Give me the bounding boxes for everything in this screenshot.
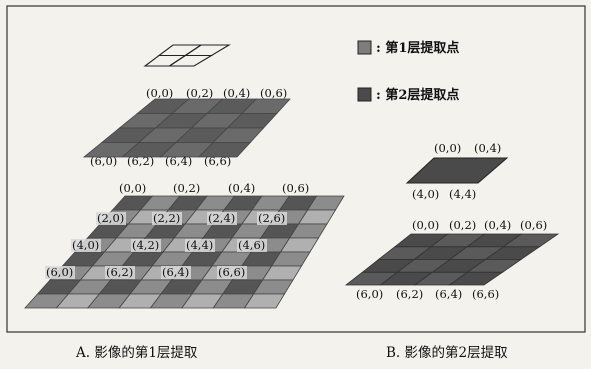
big-a-grid-label: (6,6) — [218, 265, 245, 279]
legend-swatch-level2 — [357, 87, 372, 102]
big-a-top-label: (0,2) — [173, 181, 200, 195]
big-a-grid-label: (4,0) — [72, 238, 99, 252]
mid-a-top-label: (0,4) — [223, 86, 250, 100]
caption-b: B. 影像的第2层提取 — [386, 344, 508, 361]
mid-a-bottom-label: (6,2) — [127, 154, 154, 168]
big-a-grid-label: (2,4) — [208, 211, 235, 225]
legend-swatch-level1 — [357, 40, 372, 55]
big-b-bottom-label: (6,4) — [435, 287, 462, 301]
big-a-grid-label: (4,2) — [132, 238, 159, 252]
big-b-top-label: (0,0) — [412, 218, 439, 232]
label-background — [152, 212, 182, 225]
big-a-grid-label: (6,0) — [46, 265, 73, 279]
big-a-grid-label: (4,4) — [186, 238, 213, 252]
label-background — [161, 266, 191, 279]
label-background — [185, 239, 215, 252]
big-a-top-label: (0,4) — [228, 181, 255, 195]
legend-label-level1: : 第1层提取点 — [376, 40, 459, 56]
mid-a-top-label: (0,0) — [146, 86, 173, 100]
big-b-bottom-label: (6,2) — [396, 287, 423, 301]
legend-label-level2: : 第2层提取点 — [376, 87, 459, 103]
big-a-grid-label: (6,2) — [106, 265, 133, 279]
small-b-top-label: (0,4) — [474, 141, 501, 155]
grid-cell — [143, 54, 188, 67]
label-background — [217, 266, 247, 279]
big-a-grid-label: (4,6) — [238, 238, 265, 252]
small-b-top-label: (0,0) — [434, 141, 461, 155]
big-b-bottom-label: (6,6) — [472, 287, 499, 301]
label-background — [131, 239, 161, 252]
big-b-top-label: (0,4) — [484, 218, 511, 232]
big-a-grid-label: (2,6) — [258, 211, 285, 225]
label-background — [71, 239, 101, 252]
big-b-bottom-label: (6,0) — [356, 287, 383, 301]
label-background — [237, 239, 267, 252]
label-background — [257, 212, 287, 225]
big-a-top-label: (0,6) — [282, 181, 309, 195]
big-a-top-label: (0,0) — [119, 181, 146, 195]
big-a-grid-label: (2,2) — [153, 211, 180, 225]
label-background — [207, 212, 237, 225]
legend: : 第1层提取点 : 第2层提取点 — [357, 40, 459, 103]
diagram-frame — [6, 5, 586, 333]
small-b-bottom-label: (4,0) — [412, 187, 439, 201]
big-b-top-label: (0,2) — [449, 218, 476, 232]
grid-cell — [197, 142, 252, 158]
mid-a-bottom-label: (6,4) — [165, 154, 192, 168]
label-background — [105, 266, 135, 279]
small-b-bottom-label: (4,4) — [449, 187, 476, 201]
grid-cell — [167, 54, 214, 67]
mid-a-bottom-label: (6,6) — [204, 154, 231, 168]
grid-cell — [183, 44, 231, 57]
mid-a-top-label: (0,6) — [260, 86, 287, 100]
grid-cell — [405, 157, 509, 184]
grid-cell — [157, 44, 203, 57]
label-background — [45, 266, 75, 279]
big-a-grid-label: (2,0) — [97, 211, 124, 225]
grid-cell — [448, 271, 504, 286]
big-b-top-label: (0,6) — [520, 218, 547, 232]
grid-top-small — [143, 44, 231, 67]
grid-level1-b — [344, 233, 560, 286]
grid-level1-a — [82, 98, 291, 158]
grid-cell — [243, 293, 286, 309]
mid-a-top-label: (0,2) — [186, 86, 213, 100]
mid-a-bottom-label: (6,0) — [90, 154, 117, 168]
big-a-grid-label: (6,4) — [162, 265, 189, 279]
label-background — [96, 212, 126, 225]
grid-level2-b — [405, 157, 509, 184]
caption-a: A. 影像的第1层提取 — [75, 344, 198, 361]
